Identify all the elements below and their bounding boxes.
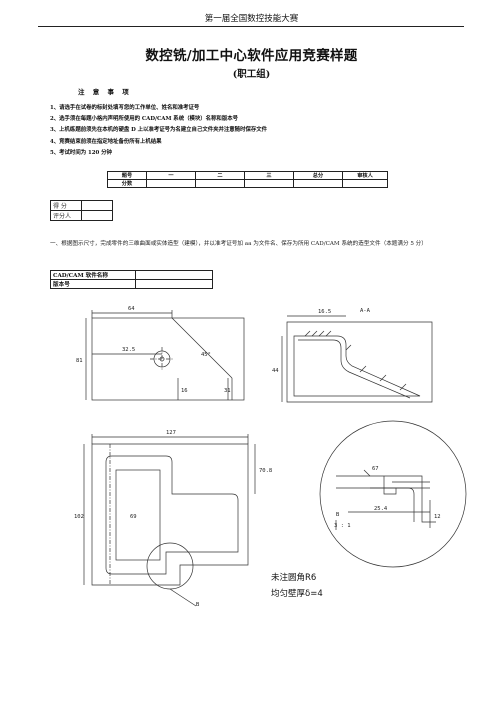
note-wall: 均匀壁厚δ=4 (271, 588, 323, 599)
notice-item: 4、竞赛结束前须在指定地址备份所有上机结果 (50, 138, 162, 145)
dim-plan-inner: 69 (130, 514, 137, 520)
front-view-chamfer (171, 317, 233, 379)
cad-input-cell[interactable] (135, 279, 213, 289)
dim-height: 81 (76, 358, 83, 364)
dim-sec-h: 44 (272, 368, 279, 374)
detail-callout-circle (146, 542, 194, 590)
dim-detail-c: 12 (434, 514, 441, 520)
header-divider (38, 26, 464, 27)
detail-view (319, 420, 467, 568)
plan-outline (91, 443, 249, 586)
page-subtitle: (职工组) (232, 69, 271, 80)
dim-detail-a: 67 (372, 466, 379, 472)
dim-detail-b: 25.4 (374, 506, 388, 512)
score-input-cell[interactable] (342, 179, 388, 188)
cad-software-table: CAD/CAM 软件名称 版本号 (50, 270, 213, 289)
drawing-notes: 未注圆角R6 均匀壁厚δ=4 (271, 572, 323, 599)
notice-item: 5、考试时间为 120 分钟 (50, 149, 112, 156)
section-label: A-A (360, 308, 371, 314)
view-mark: B (196, 602, 200, 608)
dim-angle: 45° (201, 352, 211, 358)
grader-input-cell[interactable] (81, 210, 113, 221)
score-table: 题号 一 二 三 总分 审核人 分数 (107, 171, 388, 188)
note-fillet: 未注圆角R6 (271, 572, 316, 583)
grader-table: 得 分 评分人 (50, 200, 113, 221)
notice-list: 1、请选手在试卷的标封处填写您的工作单位、姓名和准考证号 2、选手须在每题小格内… (50, 103, 267, 159)
front-view (85, 310, 245, 401)
question-1-text: 一、根据图示尺寸，完成零件的三维曲面或实体造型（建模），并以准考证号加 aa 为… (50, 241, 427, 247)
section-outline (286, 321, 433, 403)
page-title: 数控铣/加工中心软件应用竞赛样题 (145, 48, 358, 64)
dim-hole-x: 32.5 (122, 347, 135, 353)
detail-label: B (336, 512, 340, 518)
detail-scale: 3 : 1 (334, 523, 351, 529)
dim-h1: 16 (181, 388, 188, 394)
dim-top-width: 64 (128, 306, 135, 312)
dim-h2: 31 (224, 388, 231, 394)
score-value-row: 分数 (107, 179, 388, 188)
plan-view (83, 434, 256, 607)
detail-outline (319, 420, 467, 568)
dim-sec: 16.5 (318, 309, 331, 315)
notice-item: 3、上机练题前须先在本机的硬盘 D 上以准考证号为名建立自己文件夹并注意随时保存… (50, 127, 268, 134)
exam-header: 第一届全国数控技能大赛 (204, 14, 299, 24)
notice-item: 1、请选手在试卷的标封处填写您的工作单位、姓名和准考证号 (50, 105, 200, 111)
dim-plan-width: 127 (166, 430, 176, 436)
front-view-outline (91, 317, 245, 401)
section-view (281, 315, 433, 403)
dim-plan-r: 70.8 (259, 468, 272, 474)
dim-plan-h: 102 (74, 514, 84, 520)
notice-title: 注 意 事 项 (78, 88, 132, 96)
notice-item: 2、选手须在每题小格内声明所使用的 CAD/CAM 系统（模块）名称和版本号 (50, 116, 238, 123)
drawing-dimension-labels: 64 32.5 45° 81 16 31 16.5 A-A 44 127 102… (74, 306, 441, 608)
